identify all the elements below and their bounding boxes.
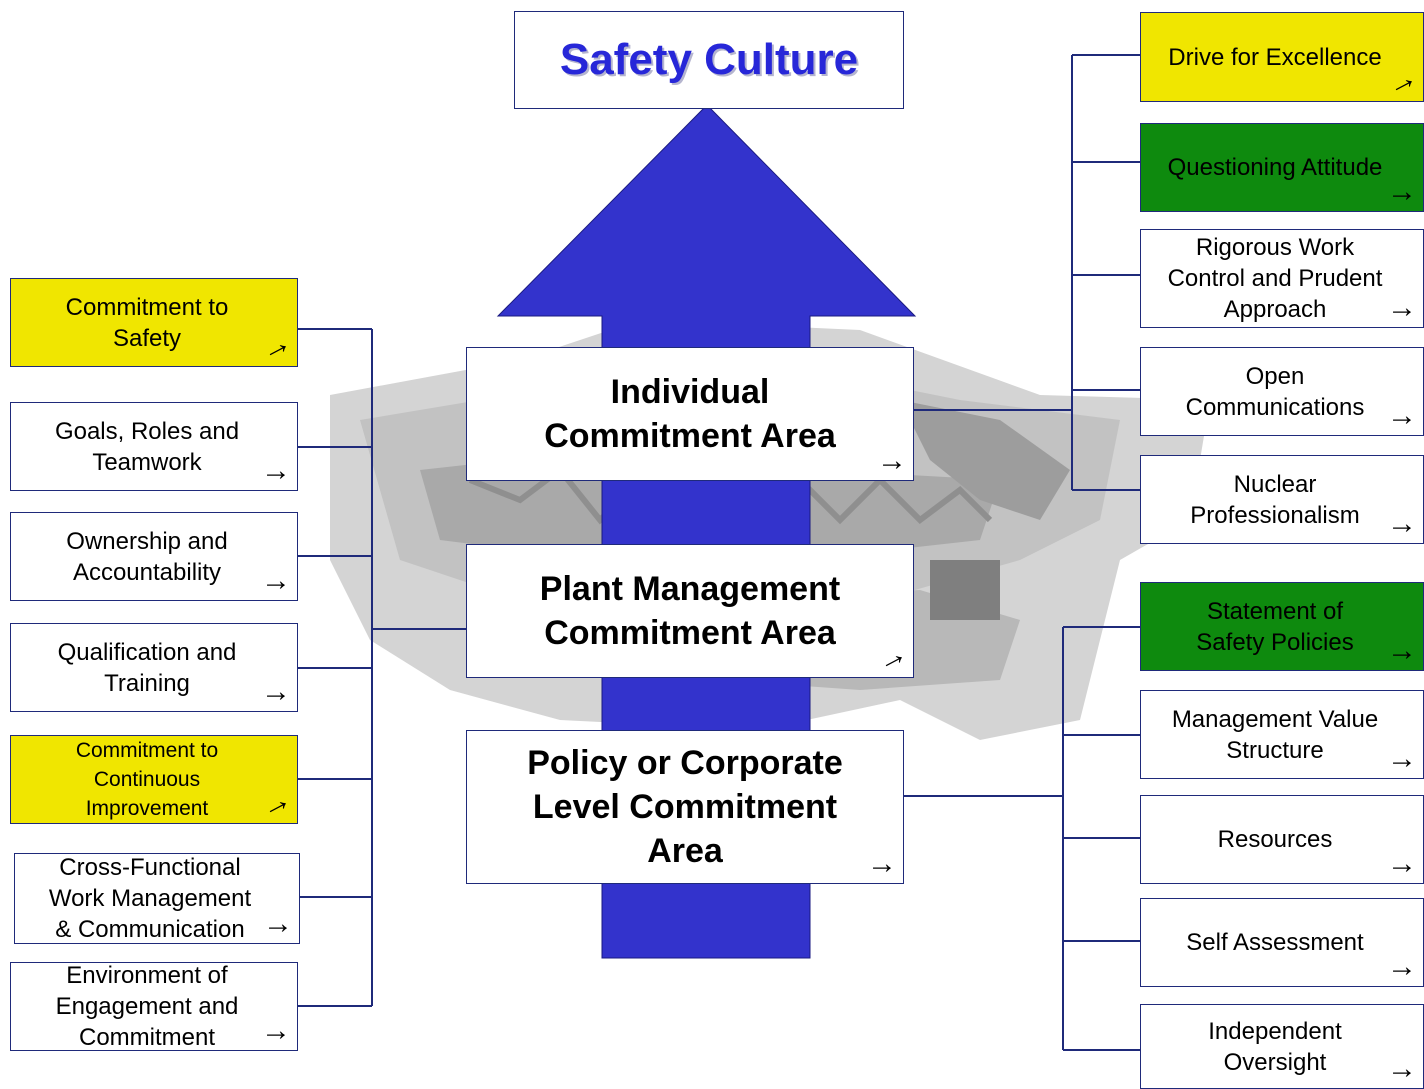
policy-commitment-label: Policy or Corporate Level Commitment Are… [527,744,843,870]
left-item-label: Commitment to Continuous Improvement [75,739,219,820]
arrow-right-icon: → [1387,175,1417,208]
arrow-right-icon: → [1387,507,1417,540]
right-item-label: Management Value Structure [1171,705,1379,764]
arrow-right-icon: → [1387,291,1417,324]
arrow-right-icon: → [261,454,291,487]
left-item-label: Ownership and Accountability [66,527,228,586]
right-item-rigorous-work-control: Rigorous Work Control and Prudent Approa… [1140,229,1424,328]
plant-commitment-box: Plant Management Commitment Area → [466,544,914,680]
right-item-open-communications: Open Communications → [1140,347,1424,436]
right-item-label: Rigorous Work Control and Prudent Approa… [1167,234,1383,323]
connector-lines [298,54,1140,1051]
left-item-commitment-to-safety: Commitment to Safety → [10,278,298,369]
arrow-right-icon: → [867,847,897,880]
page-title: Safety Culture [559,35,859,84]
right-item-nuclear-professionalism: Nuclear Professionalism → [1140,455,1424,544]
left-item-qualification: Qualification and Training → [10,623,298,712]
individual-commitment-label: Individual Commitment Area [544,373,836,455]
arrow-up-right-icon: → [254,324,297,369]
right-item-questioning-attitude: Questioning Attitude → [1140,123,1424,212]
left-item-ownership: Ownership and Accountability → [10,512,298,601]
right-item-label: Resources [1217,826,1333,853]
right-item-label: Independent Oversight [1208,1017,1342,1076]
arrow-right-icon: → [263,907,293,940]
right-item-label: Open Communications [1185,362,1365,421]
right-item-label: Questioning Attitude [1167,154,1383,181]
individual-commitment-box: Individual Commitment Area → [466,347,914,481]
arrow-right-icon: → [261,564,291,597]
right-item-label: Drive for Excellence [1168,43,1382,71]
arrow-right-icon: → [261,675,291,708]
right-item-label: Nuclear Professionalism [1190,470,1360,529]
arrow-right-icon: → [261,1014,291,1047]
left-item-label: Goals, Roles and Teamwork [54,417,240,476]
left-item-environment: Environment of Engagement and Commitment… [10,962,298,1051]
left-item-label: Environment of Engagement and Commitment [55,962,239,1051]
plant-commitment-label: Plant Management Commitment Area [539,570,841,652]
right-item-label: Statement of Safety Policies [1196,597,1354,656]
arrow-right-icon: → [1387,399,1417,432]
left-item-goals-roles: Goals, Roles and Teamwork → [10,402,298,491]
right-item-management-value-structure: Management Value Structure → [1140,690,1424,779]
right-item-resources: Resources → [1140,795,1424,884]
right-item-independent-oversight: Independent Oversight → [1140,1004,1424,1089]
arrow-right-icon: → [1387,742,1417,775]
right-item-label: Self Assessment [1186,929,1364,956]
left-item-label: Cross-Functional Work Management & Commu… [48,854,252,943]
policy-commitment-box: Policy or Corporate Level Commitment Are… [466,730,904,884]
arrow-right-icon: → [877,444,907,477]
arrow-up-right-icon: → [254,781,297,826]
right-item-statement-of-safety-policies: Statement of Safety Policies → [1140,582,1424,671]
left-item-continuous-improvement: Commitment to Continuous Improvement → [10,735,298,826]
arrow-right-icon: → [1387,950,1417,983]
arrow-right-icon: → [1387,847,1417,880]
left-item-label: Commitment to Safety [65,293,229,352]
arrow-up-right-icon: → [870,635,913,680]
arrow-right-icon: → [1387,634,1417,667]
title-box: Safety Culture [514,11,904,109]
left-item-label: Qualification and Training [57,638,237,697]
right-item-self-assessment: Self Assessment → [1140,898,1424,987]
arrow-right-icon: → [1387,1052,1417,1085]
left-item-cross-functional: Cross-Functional Work Management & Commu… [14,853,300,944]
right-item-drive-for-excellence: Drive for Excellence → [1140,12,1424,103]
